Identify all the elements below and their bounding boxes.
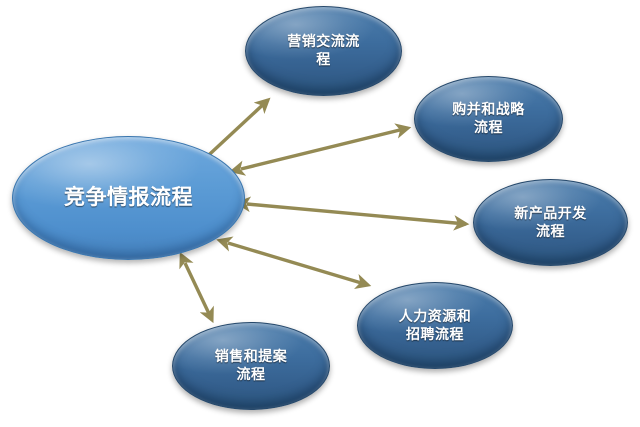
node-sales-proposal[interactable]: 销售和提案 流程 xyxy=(172,322,330,410)
node-human-resources-recruiting[interactable]: 人力资源和 招聘流程 xyxy=(357,282,513,369)
node-new-product-development[interactable]: 新产品开发 流程 xyxy=(473,179,628,266)
connector-hub-to-human-resources-recruiting xyxy=(216,236,372,289)
node-label: 竞争情报流程 xyxy=(64,185,193,209)
node-label: 购并和战略 流程 xyxy=(452,101,525,135)
node-mergers-strategy[interactable]: 购并和战略 流程 xyxy=(414,76,563,162)
connector-hub-to-sales-proposal xyxy=(179,251,214,324)
node-marketing-communication[interactable]: 营销交流流 程 xyxy=(245,6,402,96)
connector-hub-to-new-product-development xyxy=(234,196,470,231)
connector-hub-to-mergers-strategy xyxy=(229,123,412,176)
node-label: 新产品开发 流程 xyxy=(514,204,587,239)
node-label: 销售和提案 流程 xyxy=(214,348,288,382)
node-label: 营销交流流 程 xyxy=(287,33,360,67)
node-label: 人力资源和 招聘流程 xyxy=(398,307,472,342)
node-competitive-intelligence[interactable]: 竞争情报流程 xyxy=(12,136,245,260)
